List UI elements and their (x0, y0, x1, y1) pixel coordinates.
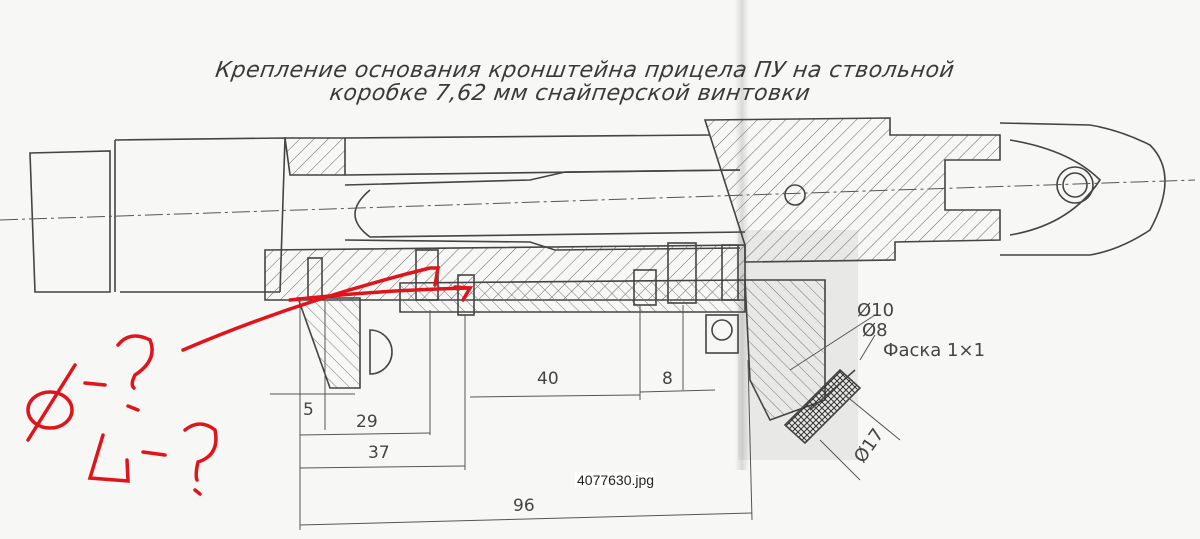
callout-diameter-10: Ø10 (857, 300, 895, 321)
barrel-receiver-outline (29, 117, 1166, 445)
dimension-37: 37 (368, 443, 390, 463)
dimension-96: 96 (513, 496, 535, 516)
callout-diameter-8: Ø8 (862, 320, 888, 341)
dimension-29: 29 (356, 412, 378, 432)
image-filename-label: 4077630.jpg (575, 472, 657, 488)
dimension-40: 40 (537, 369, 559, 389)
dimension-8: 8 (662, 369, 673, 389)
red-markup (26, 266, 474, 496)
dimension-lines (270, 300, 901, 530)
dimension-5: 5 (303, 400, 314, 420)
callout-chamfer: Фаска 1×1 (883, 340, 986, 361)
